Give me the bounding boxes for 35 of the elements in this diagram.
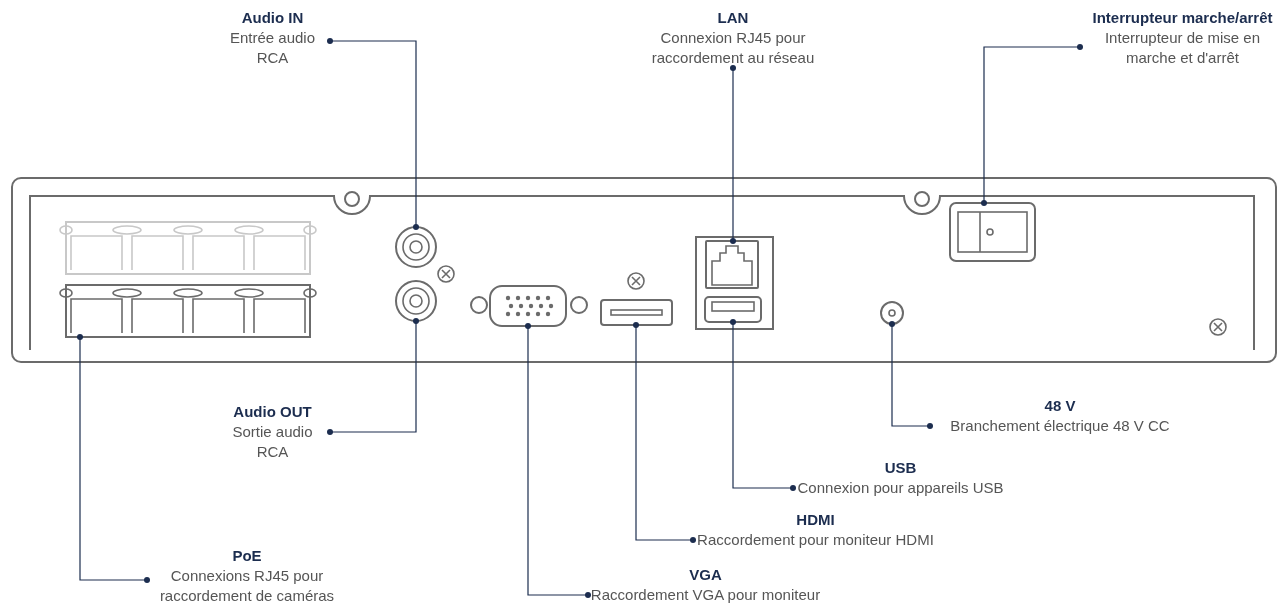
leader-line <box>889 321 933 429</box>
callout-title: HDMI <box>796 510 835 530</box>
callout-title: VGA <box>689 565 722 585</box>
callout-description: Raccordement pour moniteur HDMI <box>696 530 935 550</box>
callout-title: Audio OUT <box>233 402 312 422</box>
callout-description: Connexion RJ45 pour raccordement au réseau <box>650 28 816 68</box>
leader-line <box>730 319 796 491</box>
rca-jack <box>395 226 437 268</box>
callout-description: Entrée audio RCA <box>228 28 317 68</box>
leader-line <box>327 38 419 230</box>
callout-description: Connexion pour appareils USB <box>796 478 1005 498</box>
callout-description: Raccordement VGA pour moniteur <box>589 585 822 605</box>
ethernet-port <box>705 240 759 289</box>
rca-jack <box>395 280 437 322</box>
callout-title: Audio IN <box>241 8 304 28</box>
usb-port <box>704 296 762 323</box>
leader-line <box>327 318 419 435</box>
hdmi-port <box>600 299 673 326</box>
callout-description: Sortie audio RCA <box>231 422 314 462</box>
callout-title: PoE <box>232 546 262 566</box>
leader-line <box>77 334 150 583</box>
leader-line <box>981 44 1083 206</box>
callout-title: LAN <box>717 8 749 28</box>
callout-title: Interrupteur marche/arrêt <box>1092 8 1273 28</box>
leader-line <box>730 65 736 244</box>
leader-line <box>633 322 696 543</box>
callout-description: Interrupteur de mise en marche et d'arrêt <box>1103 28 1262 68</box>
leader-line <box>525 323 591 598</box>
vga-port <box>489 285 567 327</box>
callout-title: 48 V <box>1044 396 1076 416</box>
callout-description: Connexions RJ45 pour raccordement de caméras <box>158 566 336 606</box>
power-switch <box>949 202 1036 262</box>
callout-description: Branchement électrique 48 V CC <box>949 416 1171 436</box>
callout-title: USB <box>884 458 917 478</box>
ethernet-ports <box>59 284 317 338</box>
